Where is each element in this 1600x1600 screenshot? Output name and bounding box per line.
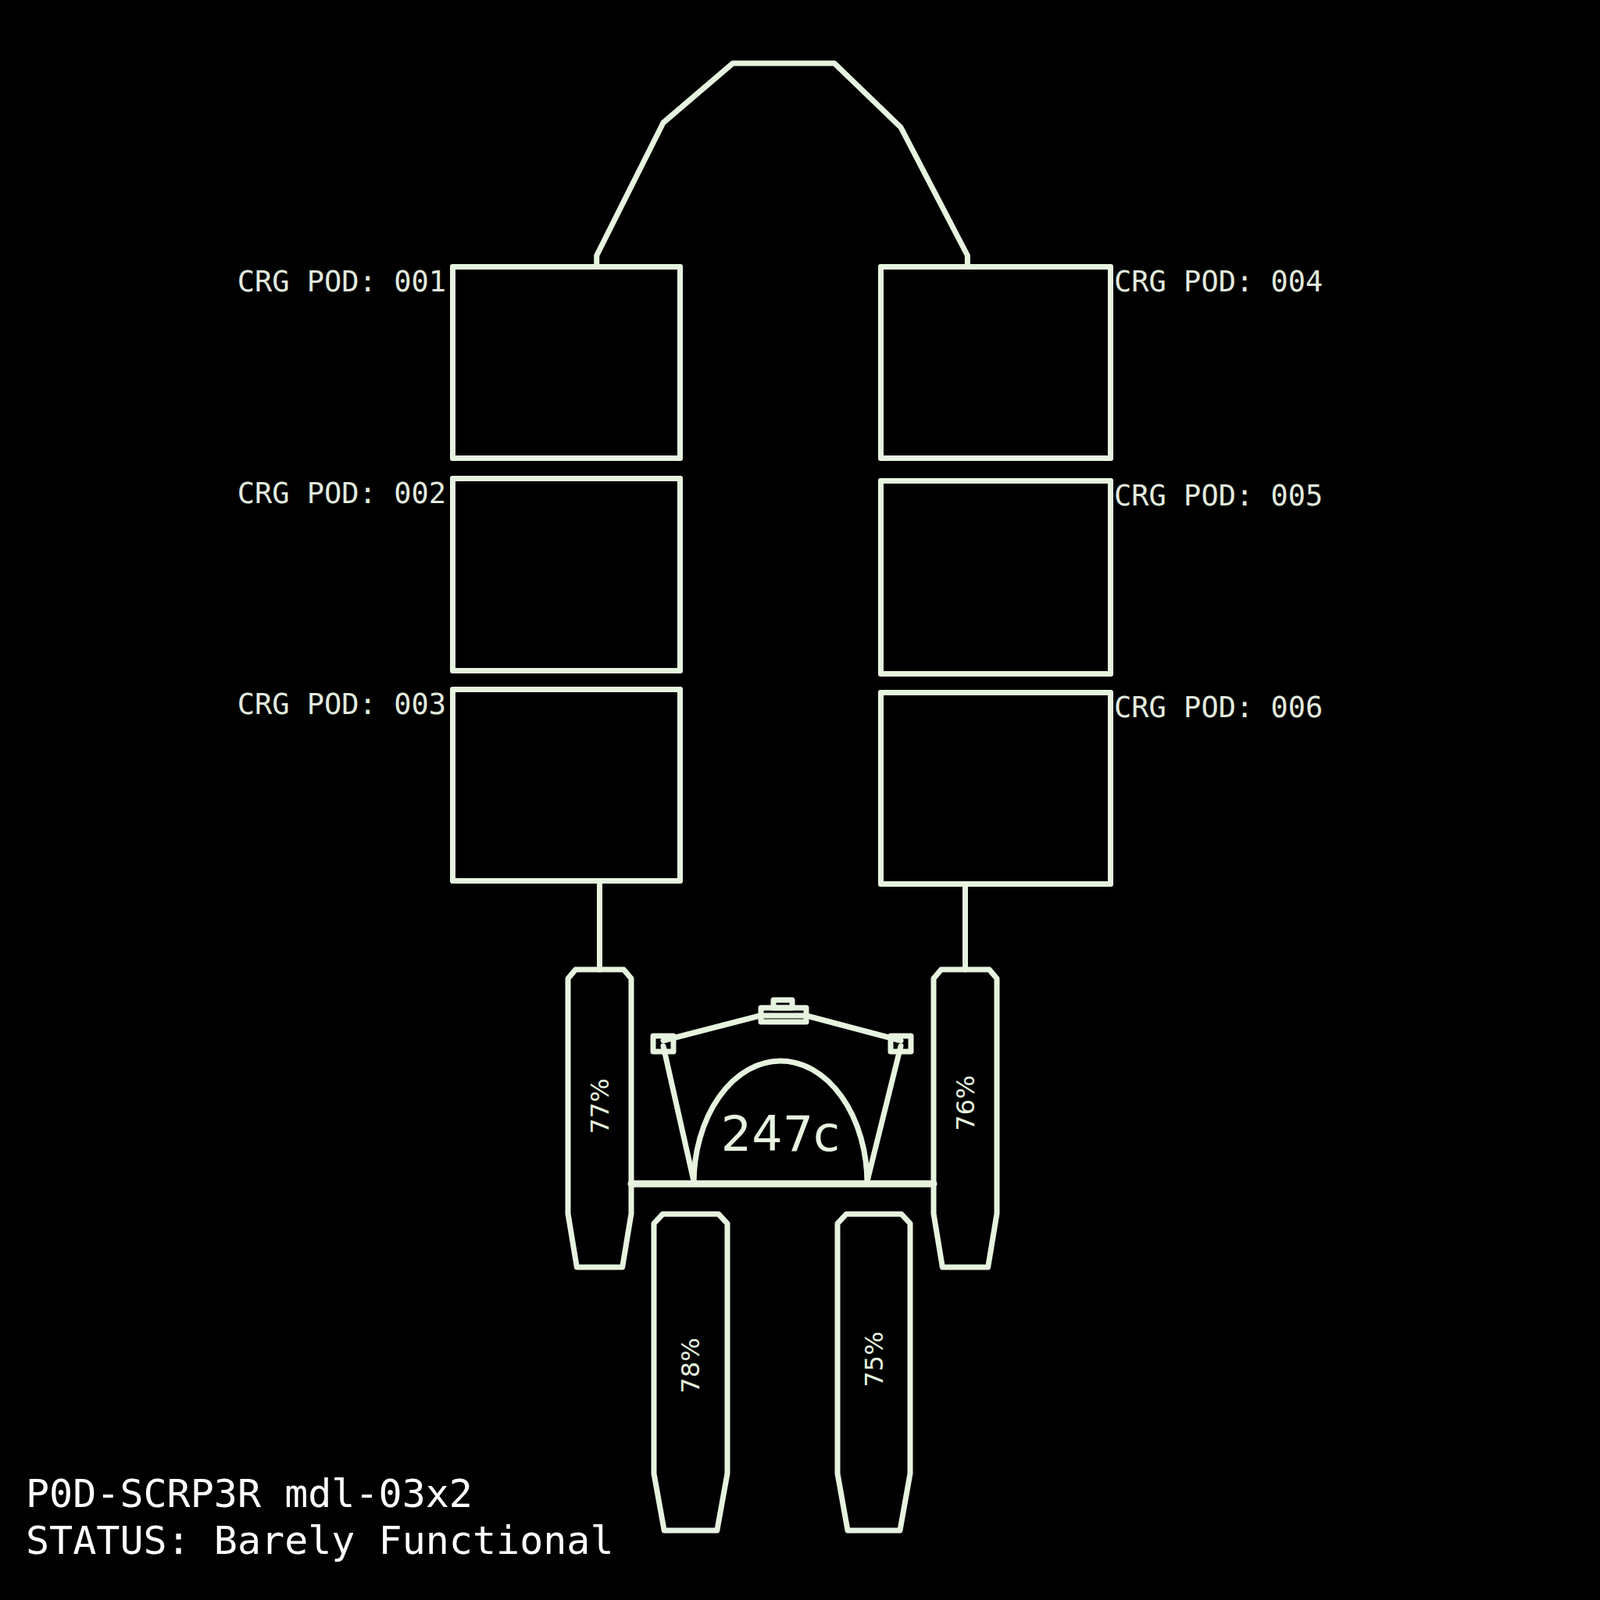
pod-label: CRG POD: 003 <box>237 687 447 722</box>
reactor-dome: 247c <box>693 1060 868 1184</box>
cargo-pod: CRG POD: 006 <box>878 689 1114 887</box>
pod-label: CRG POD: 004 <box>1114 264 1323 300</box>
temperature-readout: 247c <box>721 1104 840 1162</box>
cargo-pod: CRG POD: 004 <box>878 264 1114 461</box>
hull-connector <box>631 1180 934 1188</box>
pod-label: CRG POD: 001 <box>237 264 447 300</box>
engine-percent: 76% <box>950 1075 981 1132</box>
cargo-pod: CRG POD: 002 <box>450 475 683 674</box>
hull-connector <box>596 883 603 970</box>
pod-label: CRG POD: 002 <box>237 476 447 511</box>
engine-pod: 76% <box>933 969 997 1268</box>
caption-line: STATUS: Barely Functional <box>25 1517 615 1565</box>
engine-percent: 77% <box>585 1078 615 1135</box>
caption-line: P0D-SCRP3R mdl-03x2 <box>25 1470 615 1518</box>
engine-percent: 75% <box>859 1332 890 1388</box>
engine-pod: 78% <box>653 1214 728 1531</box>
hull-connector <box>962 886 968 970</box>
cargo-pod: CRG POD: 005 <box>878 478 1114 677</box>
pod-label: CRG POD: 005 <box>1114 478 1323 514</box>
engine-pod: 75% <box>837 1214 911 1531</box>
engine-percent: 78% <box>675 1338 706 1394</box>
cargo-pod: CRG POD: 001 <box>450 264 683 461</box>
hull-connector <box>596 63 968 265</box>
pod-label: CRG POD: 006 <box>1114 690 1323 725</box>
cargo-pod: CRG POD: 003 <box>450 686 683 884</box>
caption-block: P0D-SCRP3R mdl-03x2STATUS: Barely Functi… <box>25 1470 615 1565</box>
engine-pod: 77% <box>567 969 632 1268</box>
